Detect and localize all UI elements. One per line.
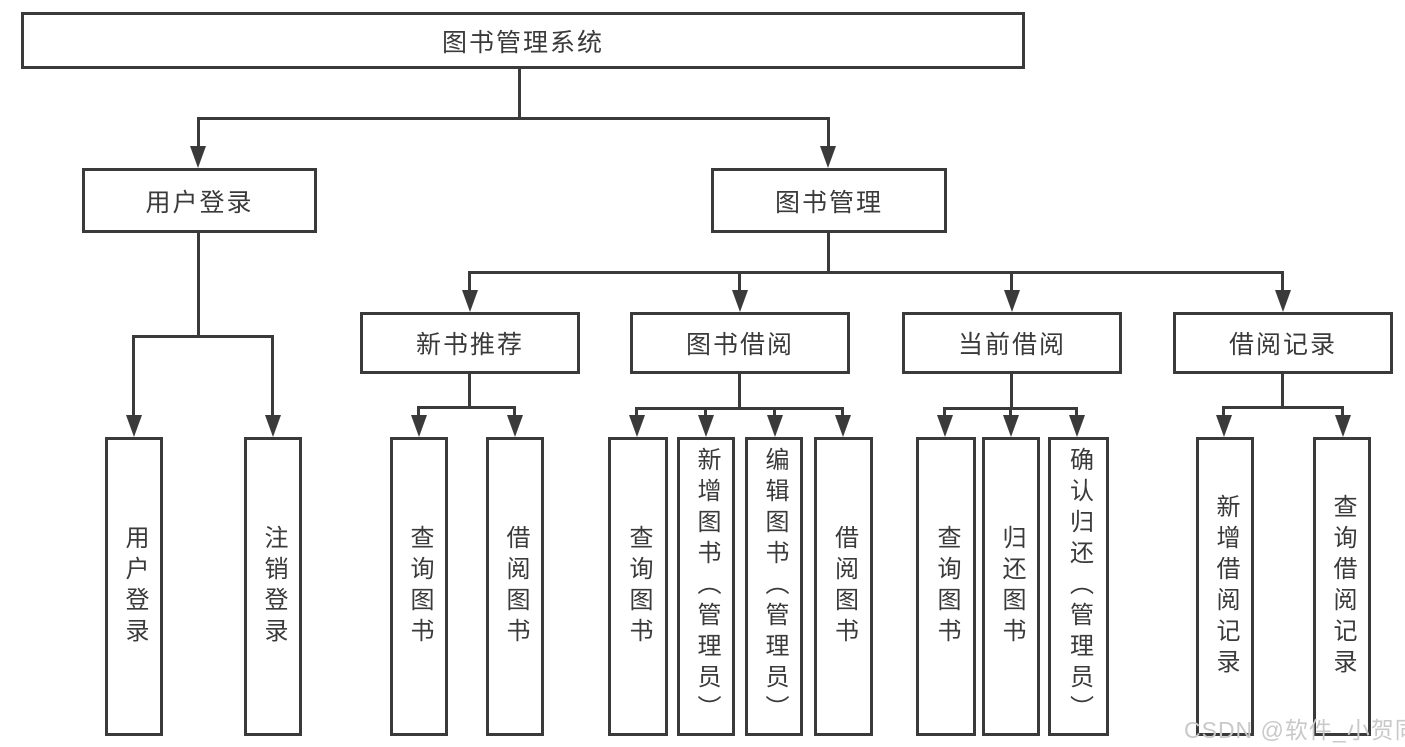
- leaf-borrow-books: 借阅图书: [814, 437, 873, 736]
- node-label: 查询借阅记录: [1329, 493, 1356, 680]
- node-label: 借阅图书: [830, 524, 858, 649]
- connector-line: [1281, 374, 1284, 406]
- connector-line: [1341, 406, 1344, 418]
- arrowhead-icon: [767, 415, 783, 437]
- leaf-query-books-recommend: 查询图书: [390, 437, 448, 736]
- node-root-library-system: 图书管理系统: [21, 12, 1025, 69]
- node-book-management-branch: 图书管理: [711, 168, 947, 233]
- connector-line: [132, 335, 135, 417]
- connector-line: [738, 374, 741, 407]
- leaf-query-borrow-record: 查询借阅记录: [1313, 437, 1371, 736]
- connector-line: [1222, 406, 1344, 409]
- node-label: 归还图书: [998, 524, 1025, 649]
- node-label: 图书管理: [774, 188, 883, 217]
- connector-line: [738, 271, 741, 293]
- leaf-edit-books-admin: 编辑图书（管理员）: [745, 437, 803, 736]
- leaf-add-borrow-record: 新增借阅记录: [1196, 437, 1254, 736]
- node-label: 新增借阅记录: [1212, 493, 1239, 680]
- connector-line: [827, 117, 830, 150]
- connector-line: [635, 407, 638, 418]
- connector-line: [1009, 407, 1012, 418]
- leaf-add-books-admin: 新增图书（管理员）: [677, 437, 735, 736]
- arrowhead-icon: [698, 415, 714, 437]
- node-user-login-branch: 用户登录: [82, 168, 317, 233]
- node-label: 借阅图书: [502, 524, 529, 649]
- arrowhead-icon: [126, 415, 142, 437]
- leaf-confirm-return-admin: 确认归还（管理员）: [1048, 437, 1109, 736]
- node-label: 注销登录: [260, 524, 287, 649]
- node-book-borrowing: 图书借阅: [630, 312, 850, 374]
- arrowhead-icon: [732, 290, 748, 312]
- node-label: 用户登录: [121, 524, 148, 649]
- node-label: 编辑图书（管理员）: [761, 447, 788, 726]
- leaf-query-books-current: 查询图书: [916, 437, 976, 736]
- node-label: 确认归还（管理员）: [1065, 447, 1093, 726]
- node-label: 新增图书（管理员）: [693, 447, 720, 726]
- leaf-query-books-borrowing: 查询图书: [608, 437, 668, 736]
- arrowhead-icon: [820, 146, 836, 168]
- connector-line: [417, 406, 420, 418]
- arrowhead-icon: [462, 290, 478, 312]
- arrowhead-icon: [835, 415, 851, 437]
- leaf-user-login: 用户登录: [105, 437, 163, 736]
- connector-line: [773, 407, 776, 418]
- connector-line: [1010, 374, 1013, 407]
- arrowhead-icon: [937, 415, 953, 437]
- arrowhead-icon: [629, 415, 645, 437]
- node-label: 查询图书: [625, 524, 652, 649]
- connector-line: [197, 117, 200, 150]
- node-label: 图书借阅: [685, 331, 794, 359]
- node-label: 图书管理系统: [441, 28, 604, 57]
- arrowhead-icon: [265, 415, 281, 437]
- leaf-logout: 注销登录: [244, 437, 302, 736]
- connector-line: [635, 407, 844, 410]
- connector-line: [197, 117, 830, 120]
- connector-line: [704, 407, 707, 418]
- connector-line: [943, 407, 946, 418]
- connector-line: [468, 271, 1284, 274]
- node-label: 查询图书: [406, 524, 433, 649]
- arrowhead-icon: [1275, 290, 1291, 312]
- connector-line: [1075, 407, 1078, 418]
- connector-line: [1010, 271, 1013, 293]
- connector-line: [841, 407, 844, 418]
- connector-line: [271, 335, 274, 417]
- leaf-borrow-books-recommend: 借阅图书: [486, 437, 544, 736]
- arrowhead-icon: [411, 415, 427, 437]
- connector-line: [468, 374, 471, 406]
- arrowhead-icon: [1004, 290, 1020, 312]
- connector-line: [197, 233, 200, 335]
- leaf-return-books: 归还图书: [982, 437, 1040, 736]
- arrowhead-icon: [1069, 415, 1085, 437]
- connector-line: [468, 271, 471, 293]
- node-label: 当前借阅: [957, 331, 1066, 359]
- connector-line: [827, 233, 830, 271]
- arrowhead-icon: [1335, 415, 1351, 437]
- connector-line: [1222, 406, 1225, 418]
- node-label: 用户登录: [145, 188, 254, 217]
- csdn-watermark: CSDN @软件_小贺同学: [1184, 717, 1405, 743]
- node-borrowing-records: 借阅记录: [1173, 312, 1393, 374]
- connector-line: [518, 69, 521, 117]
- connector-line: [1281, 271, 1284, 293]
- node-current-borrowing: 当前借阅: [902, 312, 1122, 374]
- connector-line: [417, 406, 516, 409]
- arrowhead-icon: [1216, 415, 1232, 437]
- node-label: 借阅记录: [1228, 331, 1337, 359]
- node-label: 新书推荐: [415, 331, 524, 359]
- connector-line: [132, 335, 274, 338]
- arrowhead-icon: [190, 146, 206, 168]
- node-label: 查询图书: [933, 524, 960, 649]
- arrowhead-icon: [507, 415, 523, 437]
- connector-line: [513, 406, 516, 418]
- arrowhead-icon: [1003, 415, 1019, 437]
- node-new-book-recommend: 新书推荐: [360, 312, 580, 374]
